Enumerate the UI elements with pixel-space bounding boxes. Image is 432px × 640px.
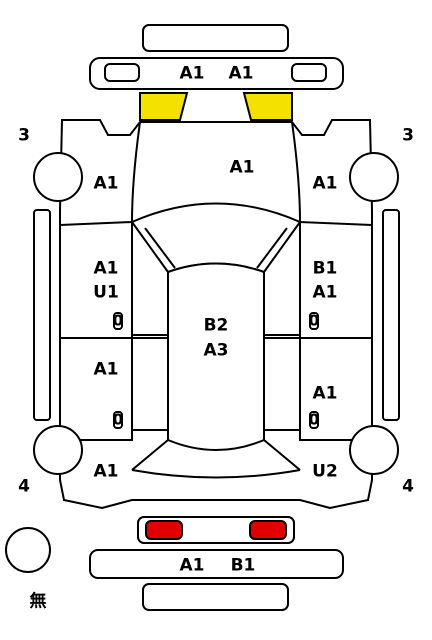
windshield-inner — [144, 227, 288, 269]
front-bumper — [89, 57, 344, 90]
wheel-front-left-label: 3 — [18, 125, 30, 146]
body-outline — [59, 119, 373, 510]
wheel-front-left-icon — [33, 152, 83, 202]
front-top-bar — [142, 24, 289, 52]
wheel-rear-left-label: 4 — [18, 476, 30, 497]
left-door-outline — [59, 220, 133, 441]
right-side-skirt — [382, 209, 400, 421]
front-door-right-label-2: A1 — [312, 282, 338, 303]
hood-outline — [130, 121, 302, 224]
rear-fender-left-label: A1 — [93, 461, 119, 482]
rear-bumper-left-label: A1 — [179, 555, 205, 576]
right-front-door-handle — [309, 312, 319, 330]
front-bumper-left-label: A1 — [179, 63, 205, 84]
front-fender-left-label: A1 — [93, 173, 119, 194]
left-rear-door-handle — [113, 411, 123, 429]
legend-mark-label: 無 — [29, 591, 47, 612]
rear-deck — [131, 469, 301, 479]
front-door-right-label-1: B1 — [312, 258, 338, 279]
headlight-left-icon — [139, 92, 189, 121]
front-right-foglamp — [291, 63, 327, 82]
left-side-skirt — [33, 209, 51, 421]
taillight-left-icon — [145, 520, 183, 540]
wheel-rear-right-label: 4 — [402, 476, 414, 497]
rear-fender-right-label: U2 — [312, 461, 338, 482]
roof-label-1: B2 — [203, 315, 229, 336]
left-front-door-handle — [113, 312, 123, 330]
front-left-foglamp — [104, 63, 140, 82]
front-fender-right-label: A1 — [312, 173, 338, 194]
wheel-rear-left-icon — [33, 425, 83, 475]
rear-door-left-label-1: A1 — [93, 359, 119, 380]
rear-window — [131, 439, 301, 471]
roof-label-2: A3 — [203, 340, 229, 361]
front-door-left-label-2: U1 — [93, 282, 119, 303]
rear-bumper — [89, 549, 344, 579]
legend-circle-icon — [5, 527, 51, 573]
rear-bumper-right-label: B1 — [230, 555, 256, 576]
front-door-left-label-3: 0 — [112, 311, 124, 330]
hood-label: A1 — [229, 157, 255, 178]
wheel-rear-right-icon — [349, 425, 399, 475]
rear-door-left-label-2: 0 — [112, 410, 124, 429]
front-door-left-label-1: A1 — [93, 258, 119, 279]
headlight-right-icon — [242, 92, 293, 121]
roof-outline — [167, 262, 265, 451]
right-door-outline — [299, 220, 373, 441]
rear-door-right-label-1: A1 — [312, 383, 338, 404]
wheel-front-right-icon — [349, 152, 399, 202]
taillight-right-icon — [249, 520, 287, 540]
right-rear-door-handle — [309, 411, 319, 429]
front-bumper-right-label: A1 — [228, 63, 254, 84]
wheel-front-right-label: 3 — [402, 125, 414, 146]
rear-bottom-bar — [142, 583, 289, 611]
front-door-right-label-3: 0 — [308, 311, 320, 330]
rear-door-right-label-2: 0 — [308, 410, 320, 429]
